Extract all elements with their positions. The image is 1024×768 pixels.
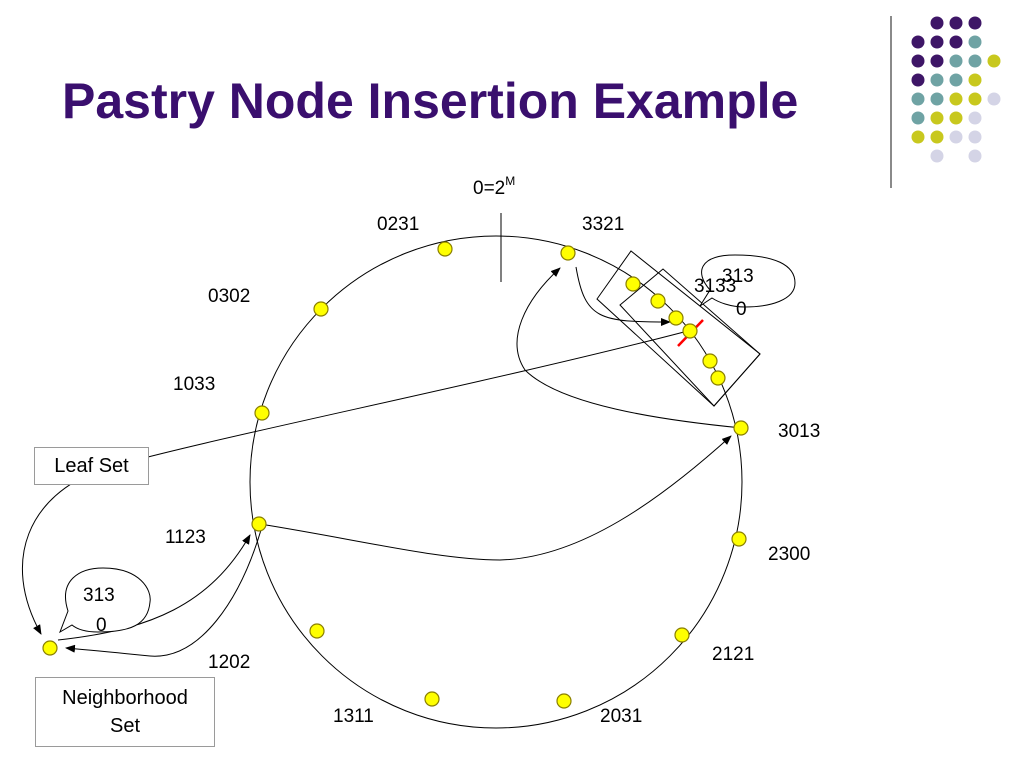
label-1033: 1033 (173, 374, 215, 395)
new-node-callout-bubble (59, 567, 151, 634)
new-node (42, 640, 58, 656)
title-divider (890, 16, 892, 188)
zoom-node-2 (650, 293, 666, 309)
zoom-node-5 (702, 353, 718, 369)
node-2121 (674, 627, 690, 643)
node-1033 (254, 405, 270, 421)
identifier-ring (249, 235, 743, 729)
label-2300: 2300 (768, 544, 810, 565)
neighborhood-set-label: Neighborhood Set (35, 677, 215, 747)
arrow-1123-to-newnode (65, 529, 262, 657)
label-2031: 2031 (600, 706, 642, 727)
neighborhood-set-line1: Neighborhood (62, 687, 188, 709)
slide-title: Pastry Node Insertion Example (62, 73, 799, 129)
node-0302 (313, 301, 329, 317)
label-0302: 0302 (208, 286, 250, 307)
zoom-box-inner (619, 268, 761, 407)
zoom-node-3 (668, 310, 684, 326)
label-1202: 1202 (208, 652, 250, 673)
arrow-newnode-to-1123 (57, 534, 251, 641)
label-2121: 2121 (712, 644, 754, 665)
node-2031 (556, 693, 572, 709)
node-3013 (733, 420, 749, 436)
insert-callout-line1: 313 (722, 266, 754, 287)
node-1123 (251, 516, 267, 532)
arrow-3321-to-zoom (575, 266, 671, 326)
insert-callout-line2: 0 (736, 299, 747, 320)
label-3013: 3013 (778, 421, 820, 442)
neighborhood-set-line2: Set (109, 715, 141, 737)
node-1311 (424, 691, 440, 707)
label-1123: 1123 (165, 527, 206, 548)
node-3321 (560, 245, 576, 261)
new-node-callout-line1: 313 (83, 585, 115, 606)
arrow-zoom-to-leafset (21, 331, 685, 635)
zoom-node-6 (710, 370, 726, 386)
zoom-node-3133 (682, 323, 698, 339)
insert-callout-bubble (699, 254, 796, 308)
node-2300 (731, 531, 747, 547)
node-0231 (437, 241, 453, 257)
leaf-set-label: Leaf Set (34, 447, 149, 485)
label-3321: 3321 (582, 214, 624, 235)
new-node-callout-line2: 0 (96, 615, 107, 636)
zoom-node-3133-label: 3133 (694, 276, 736, 297)
label-1311: 1311 (333, 706, 374, 727)
arrow-node1123-to-0302 (516, 267, 743, 429)
label-0231: 0231 (377, 214, 419, 235)
zoom-node-1 (625, 276, 641, 292)
arrow-1123-to-3013 (259, 435, 732, 561)
origin-label: 0=2M (473, 174, 515, 199)
node-1202 (309, 623, 325, 639)
